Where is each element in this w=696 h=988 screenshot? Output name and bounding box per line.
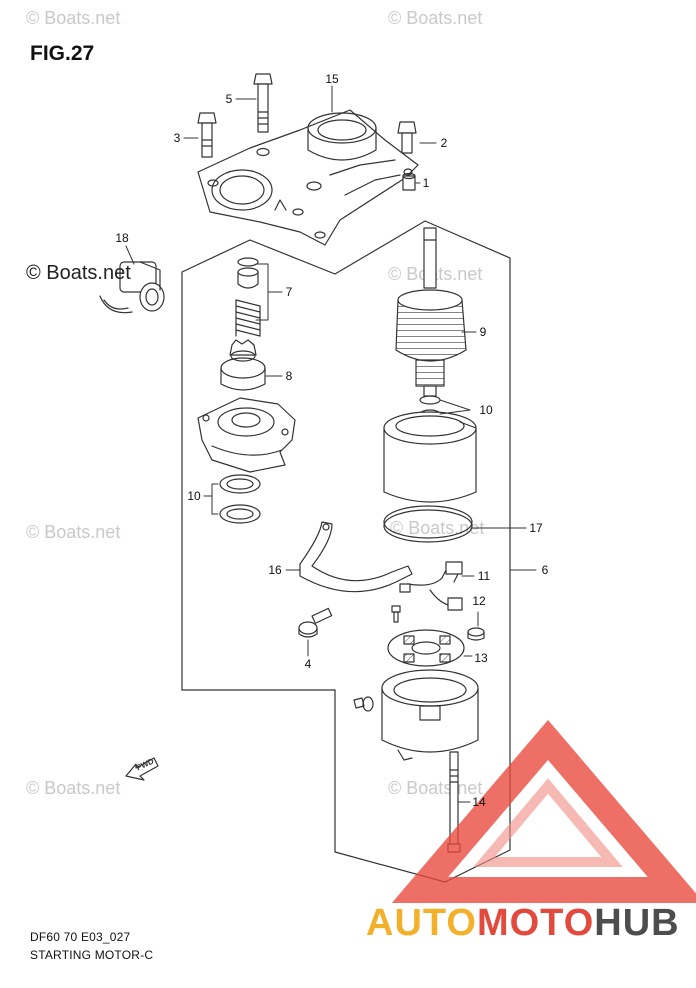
callout-6[interactable]: 6 (541, 563, 549, 577)
brand-part-moto: MOTO (476, 902, 595, 944)
part-10-washers-left (219, 474, 261, 524)
part-11-brush (399, 561, 463, 611)
callout-16[interactable]: 16 (268, 563, 282, 577)
assembly-boundary (181, 220, 511, 883)
watermark-mid-left: © Boats.net (26, 522, 121, 542)
callout-14[interactable]: 14 (472, 795, 486, 809)
callout-9[interactable]: 9 (479, 325, 487, 339)
part-screw-small (391, 605, 401, 623)
part-8-pinion (220, 339, 266, 391)
part-2-bolt (397, 121, 417, 154)
callout-10-right[interactable]: 10 (479, 403, 493, 417)
callout-11[interactable]: 11 (477, 569, 491, 583)
watermark-bottom-right: © Boats.net (388, 778, 483, 798)
part-13-brush-holder (387, 629, 465, 667)
brand-part-hub: HUB (594, 902, 680, 944)
part-17-o-ring (383, 505, 473, 543)
callout-15[interactable]: 15 (325, 72, 339, 86)
brand-triangle-logo (391, 719, 696, 903)
callout-12[interactable]: 12 (472, 594, 486, 608)
part-12-nut (467, 627, 485, 641)
part-small-nut-set (353, 696, 374, 712)
watermark-bottom-left: © Boats.net (26, 778, 121, 798)
watermark-top-right: © Boats.net (388, 8, 483, 28)
fwd-arrow-icon (125, 757, 159, 781)
callout-5[interactable]: 5 (225, 92, 233, 106)
callout-1[interactable]: 1 (422, 176, 430, 190)
callout-4[interactable]: 4 (304, 657, 312, 671)
callout-8[interactable]: 8 (285, 369, 293, 383)
callout-3[interactable]: 3 (173, 131, 181, 145)
caption-name: STARTING MOTOR-C (30, 948, 154, 962)
figure-title: FIG.27 (30, 42, 95, 65)
part-4-bolt (298, 607, 333, 638)
callout-10-left[interactable]: 10 (187, 489, 201, 503)
part-1-collar (402, 172, 416, 191)
part-end-frame (381, 669, 479, 761)
callout-2[interactable]: 2 (440, 136, 448, 150)
part-3-bolt (197, 112, 217, 158)
callout-13[interactable]: 13 (474, 651, 488, 665)
part-15-bracket (197, 109, 419, 246)
watermark-inline: © Boats.net (26, 262, 131, 284)
part-16-strap (299, 521, 413, 593)
brand-part-auto: AUTO (366, 902, 477, 944)
watermark-top-left: © Boats.net (26, 8, 121, 28)
part-5-bolt (253, 73, 273, 133)
leader-lines (125, 85, 537, 803)
caption-code: DF60 70 E03_027 (30, 930, 131, 944)
part-7-spring-set (235, 257, 261, 337)
brand-wordmark: AUTOMOTOHUB (366, 902, 680, 945)
part-18-switch (99, 261, 165, 314)
part-bracket-housing (197, 397, 296, 473)
part-yoke (383, 411, 477, 503)
callout-17[interactable]: 17 (529, 521, 543, 535)
callout-7[interactable]: 7 (285, 285, 293, 299)
callout-18[interactable]: 18 (115, 231, 129, 245)
part-9-armature (395, 227, 467, 397)
